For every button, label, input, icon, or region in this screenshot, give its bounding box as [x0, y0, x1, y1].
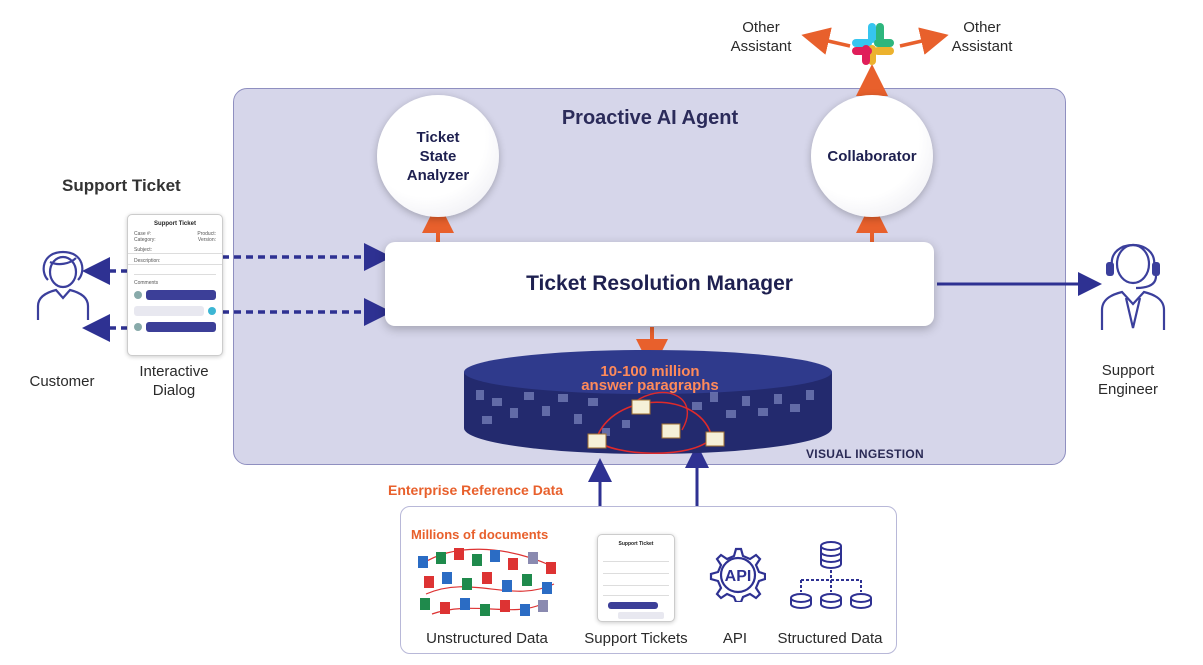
ref-item-support-tickets: Support Tickets: [584, 630, 688, 647]
reply-bubble: [134, 306, 204, 316]
reply-bubble: [618, 612, 664, 619]
arrow-to-right-assistant: [899, 27, 949, 55]
small-card-title: Support Ticket: [618, 541, 654, 547]
chat-bubble: [146, 290, 216, 300]
ref-item-structured: Structured Data: [777, 630, 883, 647]
card-version: Version:: [197, 237, 216, 243]
agent-title: Proactive AI Agent: [561, 107, 739, 129]
answer-database: [464, 350, 832, 455]
documents-cluster-icon: [418, 548, 556, 616]
card-title: Support Ticket: [154, 221, 196, 227]
customer-label: Customer: [29, 373, 95, 390]
database-line2: answer paragraphs: [581, 377, 719, 394]
card-subject: Subject:: [128, 243, 222, 254]
interactive-dialog-label: Interactive Dialog: [139, 363, 209, 399]
analyzer-label: Ticket State Analyzer: [406, 128, 470, 184]
visual-ingestion-label: VISUAL INGESTION: [806, 447, 924, 461]
collaborator-label: Collaborator: [827, 147, 917, 165]
support-ticket-heading: Support Ticket: [62, 176, 181, 195]
avatar: [134, 291, 142, 299]
card-category: Category:: [134, 237, 156, 243]
avatar: [134, 323, 142, 331]
support-engineer-icon: [1100, 243, 1166, 330]
structured-data-icon: [790, 541, 872, 609]
chat-bubble: [608, 602, 658, 609]
card-case: Case #:: [134, 231, 152, 237]
card-product: Product:: [197, 231, 216, 237]
database-line1: 10-100 million: [600, 363, 700, 380]
interactive-dialog-card: Support Ticket Case #: Product: Category…: [127, 214, 223, 356]
customer-icon: [36, 250, 90, 320]
ref-item-api: API: [722, 630, 748, 647]
other-assistant-left: Other Assistant: [730, 19, 792, 55]
support-engineer-label: Support Engineer: [1097, 362, 1159, 398]
other-assistant-right: Other Assistant: [951, 19, 1013, 55]
slack-icon: [852, 23, 894, 65]
card-description: Description:: [128, 254, 222, 265]
avatar: [208, 307, 216, 315]
arrow-to-left-assistant: [801, 27, 851, 55]
reference-heading: Enterprise Reference Data: [388, 482, 564, 498]
ticket-resolution-manager: Ticket Resolution Manager: [385, 242, 934, 326]
docs-heading: Millions of documents: [411, 527, 549, 542]
support-ticket-card-small: Support Ticket: [597, 534, 675, 622]
card-comments: Comments: [134, 280, 159, 286]
collaborator: Collaborator: [811, 95, 933, 217]
manager-label: Ticket Resolution Manager: [526, 272, 793, 295]
api-gear-icon: API: [709, 547, 766, 602]
ref-item-unstructured: Unstructured Data: [426, 630, 548, 647]
api-icon-text: API: [725, 568, 752, 585]
chat-bubble: [146, 322, 216, 332]
ticket-state-analyzer: Ticket State Analyzer: [377, 95, 499, 217]
